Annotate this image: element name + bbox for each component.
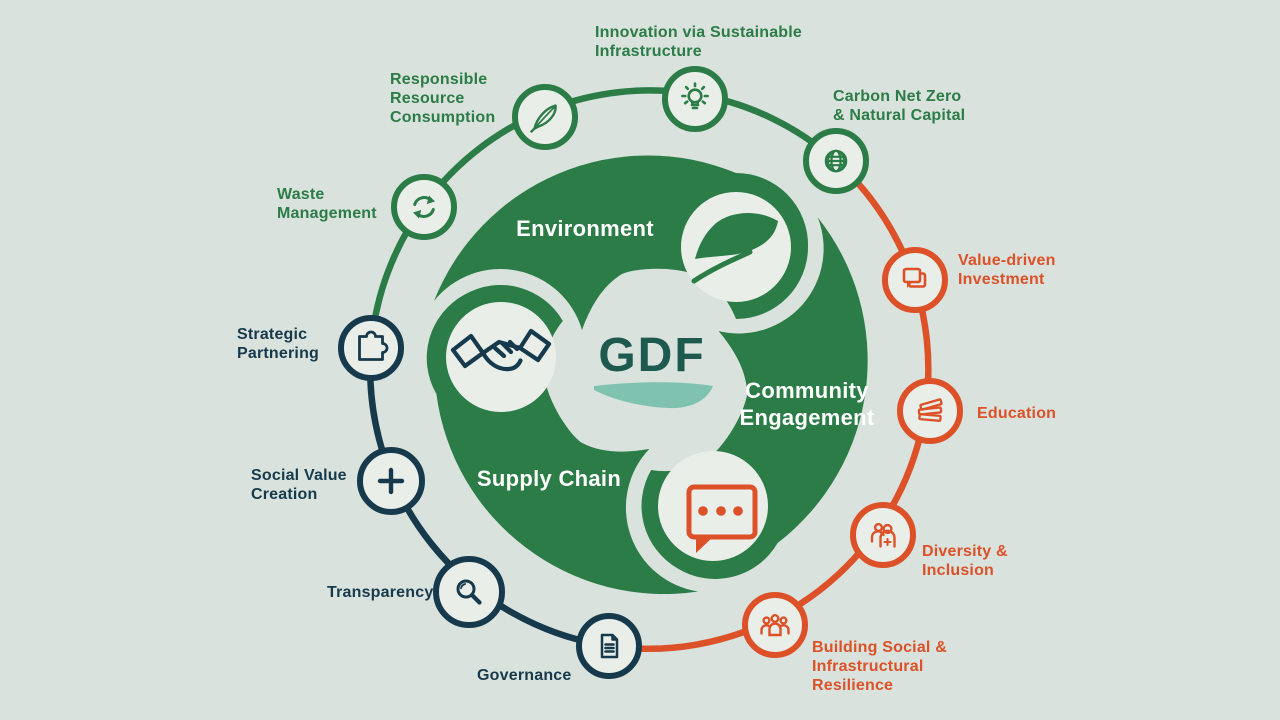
label-diversity: Diversity & Inclusion [922, 543, 1008, 579]
supply-chain-medallion [446, 302, 556, 412]
speech-bubble-icon [686, 484, 758, 553]
ring-arc-supply-chain [367, 347, 610, 650]
label-transparency: Transparency [327, 584, 434, 601]
label-carbon: Carbon Net Zero & Natural Capital [833, 88, 966, 124]
people-plus-icon [870, 522, 896, 548]
recycle-icon [413, 195, 435, 219]
puzzle-icon [358, 330, 389, 361]
label-innovation: Innovation via Sustainable Infrastructur… [595, 24, 803, 60]
environment-label: Environment [516, 216, 654, 241]
globe-icon [824, 149, 848, 173]
supply-chain-label: Supply Chain [476, 466, 622, 491]
community-medallion [658, 451, 768, 561]
label-education: Education [977, 405, 1057, 422]
plus-icon [377, 467, 405, 495]
label-strategic: Strategic Partnering [237, 326, 320, 362]
books-icon [917, 398, 943, 422]
gdf-logo: GDF [598, 329, 706, 382]
lightbulb-node [662, 66, 728, 132]
books-node [897, 378, 963, 444]
ring-arc-community [608, 158, 932, 653]
people-group-icon [760, 613, 790, 637]
satellite-nodes [338, 66, 963, 679]
handshake-icon [450, 328, 552, 372]
puzzle-node [338, 315, 404, 381]
label-social-value: Social Value Creation [251, 467, 347, 503]
recycle-node [391, 174, 457, 240]
magnifier-node [433, 556, 505, 628]
label-responsible: Responsible Resource Consumption [390, 71, 496, 126]
label-building: Building Social & Infrastructural Resili… [812, 639, 947, 694]
feather-icon [530, 104, 557, 133]
leaf-icon [691, 213, 778, 284]
magnifier-icon [456, 579, 482, 605]
document-icon [600, 633, 619, 659]
gdf-swoosh [594, 382, 713, 409]
label-value-driven: Value-driven Investment [958, 252, 1056, 288]
people-group-node [742, 592, 808, 658]
label-governance: Governance [477, 667, 572, 684]
chat-bubbles-icon [902, 267, 927, 288]
document-node [576, 613, 642, 679]
lightbulb-icon [681, 82, 709, 110]
label-waste: Waste Management [277, 186, 377, 222]
community-label: Community Engagement [739, 378, 875, 430]
